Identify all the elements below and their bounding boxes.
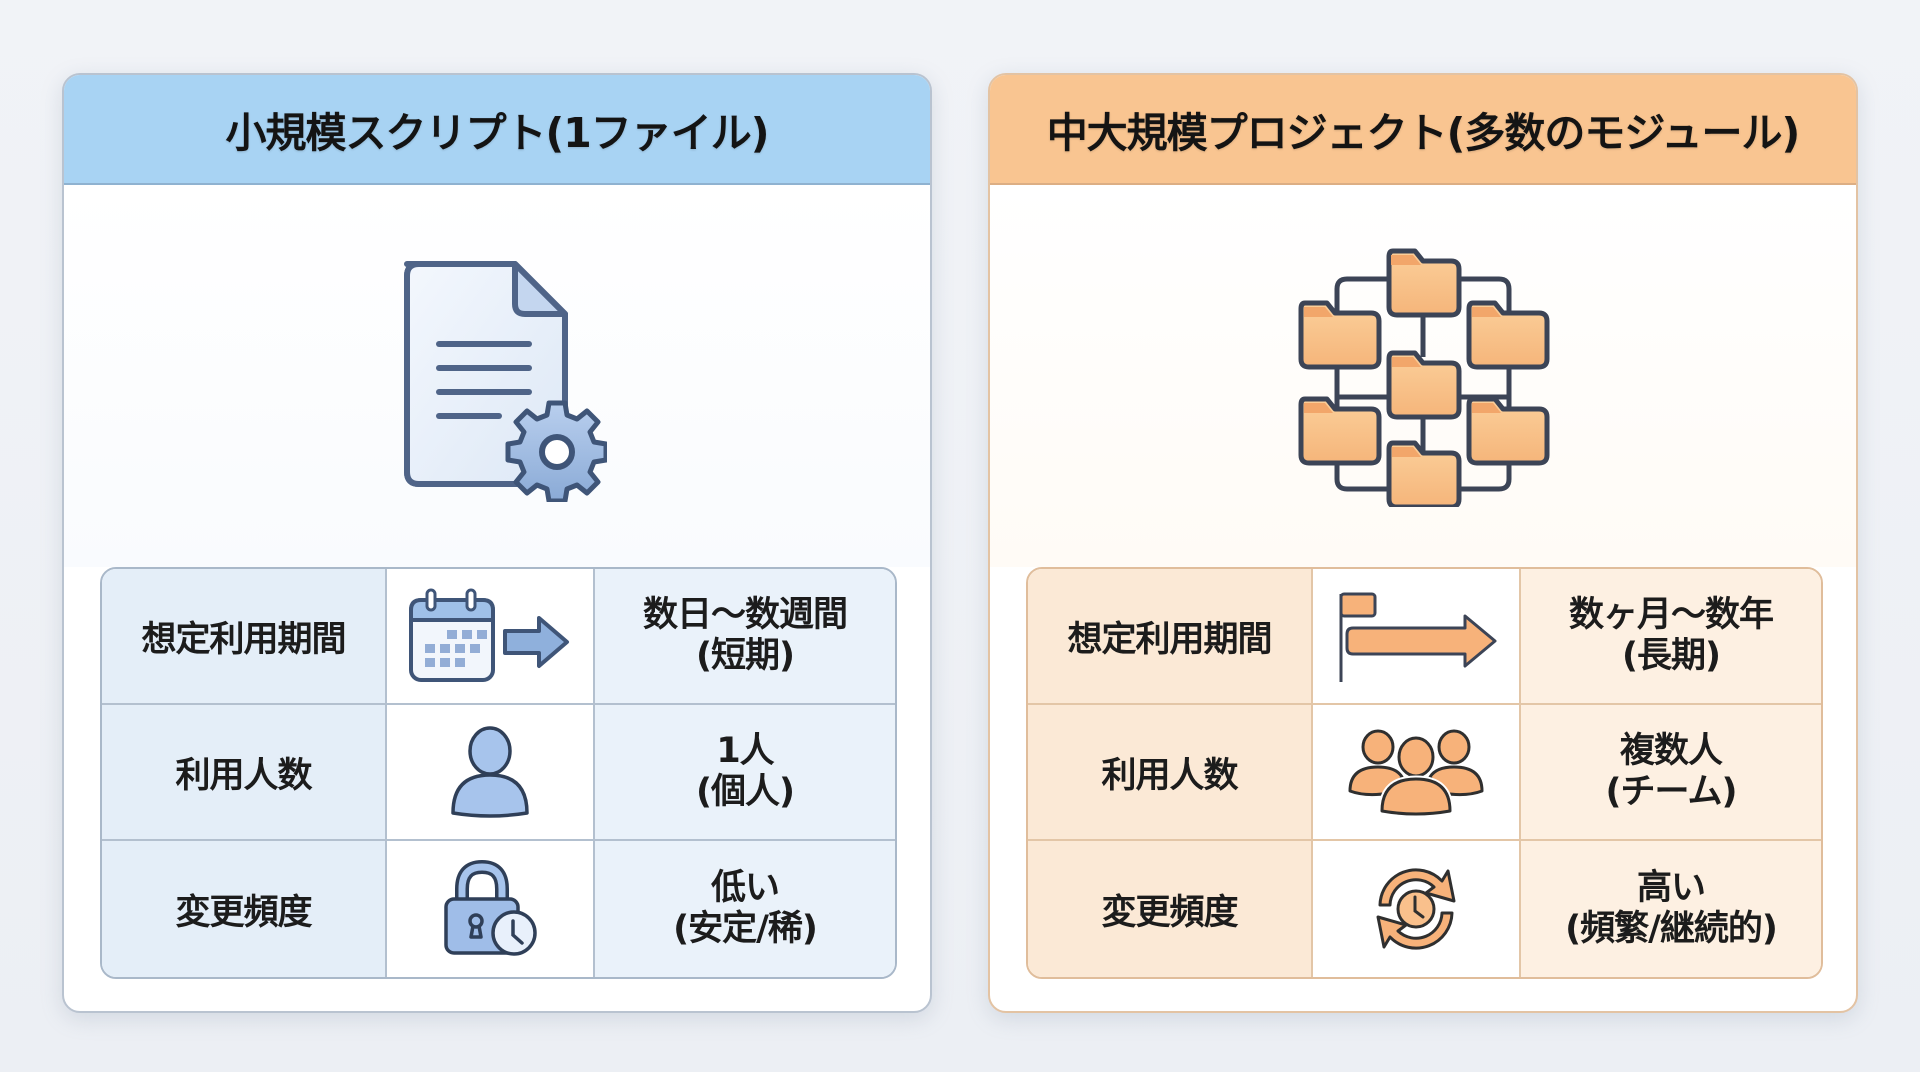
row-value: 1人 (個人) bbox=[696, 730, 795, 814]
row-label: 想定利用期間 bbox=[141, 619, 346, 660]
row-icon-cell bbox=[1313, 569, 1521, 705]
calendar-arrow-icon bbox=[409, 588, 569, 682]
flag-long-arrow-icon bbox=[1339, 592, 1496, 682]
row-label-cell: 変更頻度 bbox=[102, 841, 387, 977]
comparison-table: 想定利用期間 数ヶ月〜数年 (長期) 利用人数 bbox=[1026, 567, 1823, 979]
single-user-icon bbox=[451, 725, 529, 818]
row-value-cell: 複数人 (チーム) bbox=[1521, 705, 1821, 841]
row-value-note: (短期) bbox=[695, 636, 795, 676]
card-header: 小規模スクリプト(1ファイル) bbox=[64, 75, 930, 185]
row-value-main: 1人 bbox=[716, 730, 774, 771]
comparison-table: 想定利用期間 数日〜数週間 (短期) bbox=[100, 567, 897, 979]
row-value: 高い (頻繁/継続的) bbox=[1565, 867, 1778, 951]
row-value: 数日〜数週間 (短期) bbox=[642, 594, 848, 678]
row-icon-cell bbox=[1313, 705, 1521, 841]
row-value-main: 複数人 bbox=[1619, 730, 1723, 771]
row-value-main: 数ヶ月〜数年 bbox=[1568, 594, 1774, 635]
row-value: 数ヶ月〜数年 (長期) bbox=[1568, 594, 1774, 678]
row-value-note: (頻繁/継続的) bbox=[1565, 909, 1778, 949]
row-label: 変更頻度 bbox=[175, 892, 312, 933]
folder-network-icon bbox=[1298, 248, 1550, 507]
row-value-note: (個人) bbox=[696, 772, 795, 812]
row-icon-cell bbox=[1313, 841, 1521, 977]
row-label-cell: 利用人数 bbox=[102, 705, 387, 841]
row-value-note: (長期) bbox=[1621, 636, 1721, 676]
row-label: 変更頻度 bbox=[1101, 892, 1238, 933]
card-header: 中大規模プロジェクト(多数のモジュール) bbox=[990, 75, 1856, 185]
row-value-cell: 数日〜数週間 (短期) bbox=[595, 569, 895, 705]
row-label: 利用人数 bbox=[1101, 755, 1238, 796]
document-gear-icon bbox=[404, 261, 607, 502]
row-value-cell: 数ヶ月〜数年 (長期) bbox=[1521, 569, 1821, 705]
row-value-main: 高い bbox=[1636, 867, 1706, 908]
row-value: 低い (安定/稀) bbox=[673, 867, 818, 951]
row-value-main: 低い bbox=[710, 867, 780, 908]
row-value-note: (安定/稀) bbox=[673, 909, 818, 949]
team-users-icon bbox=[1348, 729, 1484, 817]
large-project-card: 中大規模プロジェクト(多数のモジュール) bbox=[988, 73, 1858, 1013]
row-icon-cell bbox=[387, 705, 595, 841]
card-title: 小規模スクリプト(1ファイル) bbox=[225, 109, 769, 157]
row-value-main: 数日〜数週間 bbox=[642, 594, 848, 635]
row-label: 利用人数 bbox=[175, 755, 312, 796]
card-title: 中大規模プロジェクト(多数のモジュール) bbox=[1046, 109, 1801, 157]
row-icon-cell bbox=[387, 841, 595, 977]
row-label-cell: 想定利用期間 bbox=[1028, 569, 1313, 705]
row-label-cell: 変更頻度 bbox=[1028, 841, 1313, 977]
row-value-cell: 高い (頻繁/継続的) bbox=[1521, 841, 1821, 977]
hero-illustration bbox=[64, 187, 930, 567]
row-value: 複数人 (チーム) bbox=[1605, 730, 1738, 814]
row-icon-cell bbox=[387, 569, 595, 705]
row-value-cell: 低い (安定/稀) bbox=[595, 841, 895, 977]
row-label: 想定利用期間 bbox=[1067, 619, 1272, 660]
row-label-cell: 想定利用期間 bbox=[102, 569, 387, 705]
small-script-card: 小規模スクリプト(1ファイル) bbox=[62, 73, 932, 1013]
hero-illustration bbox=[990, 187, 1856, 567]
row-label-cell: 利用人数 bbox=[1028, 705, 1313, 841]
cycle-clock-icon bbox=[1376, 868, 1456, 950]
row-value-cell: 1人 (個人) bbox=[595, 705, 895, 841]
lock-clock-icon bbox=[444, 859, 537, 956]
row-value-note: (チーム) bbox=[1605, 772, 1738, 812]
